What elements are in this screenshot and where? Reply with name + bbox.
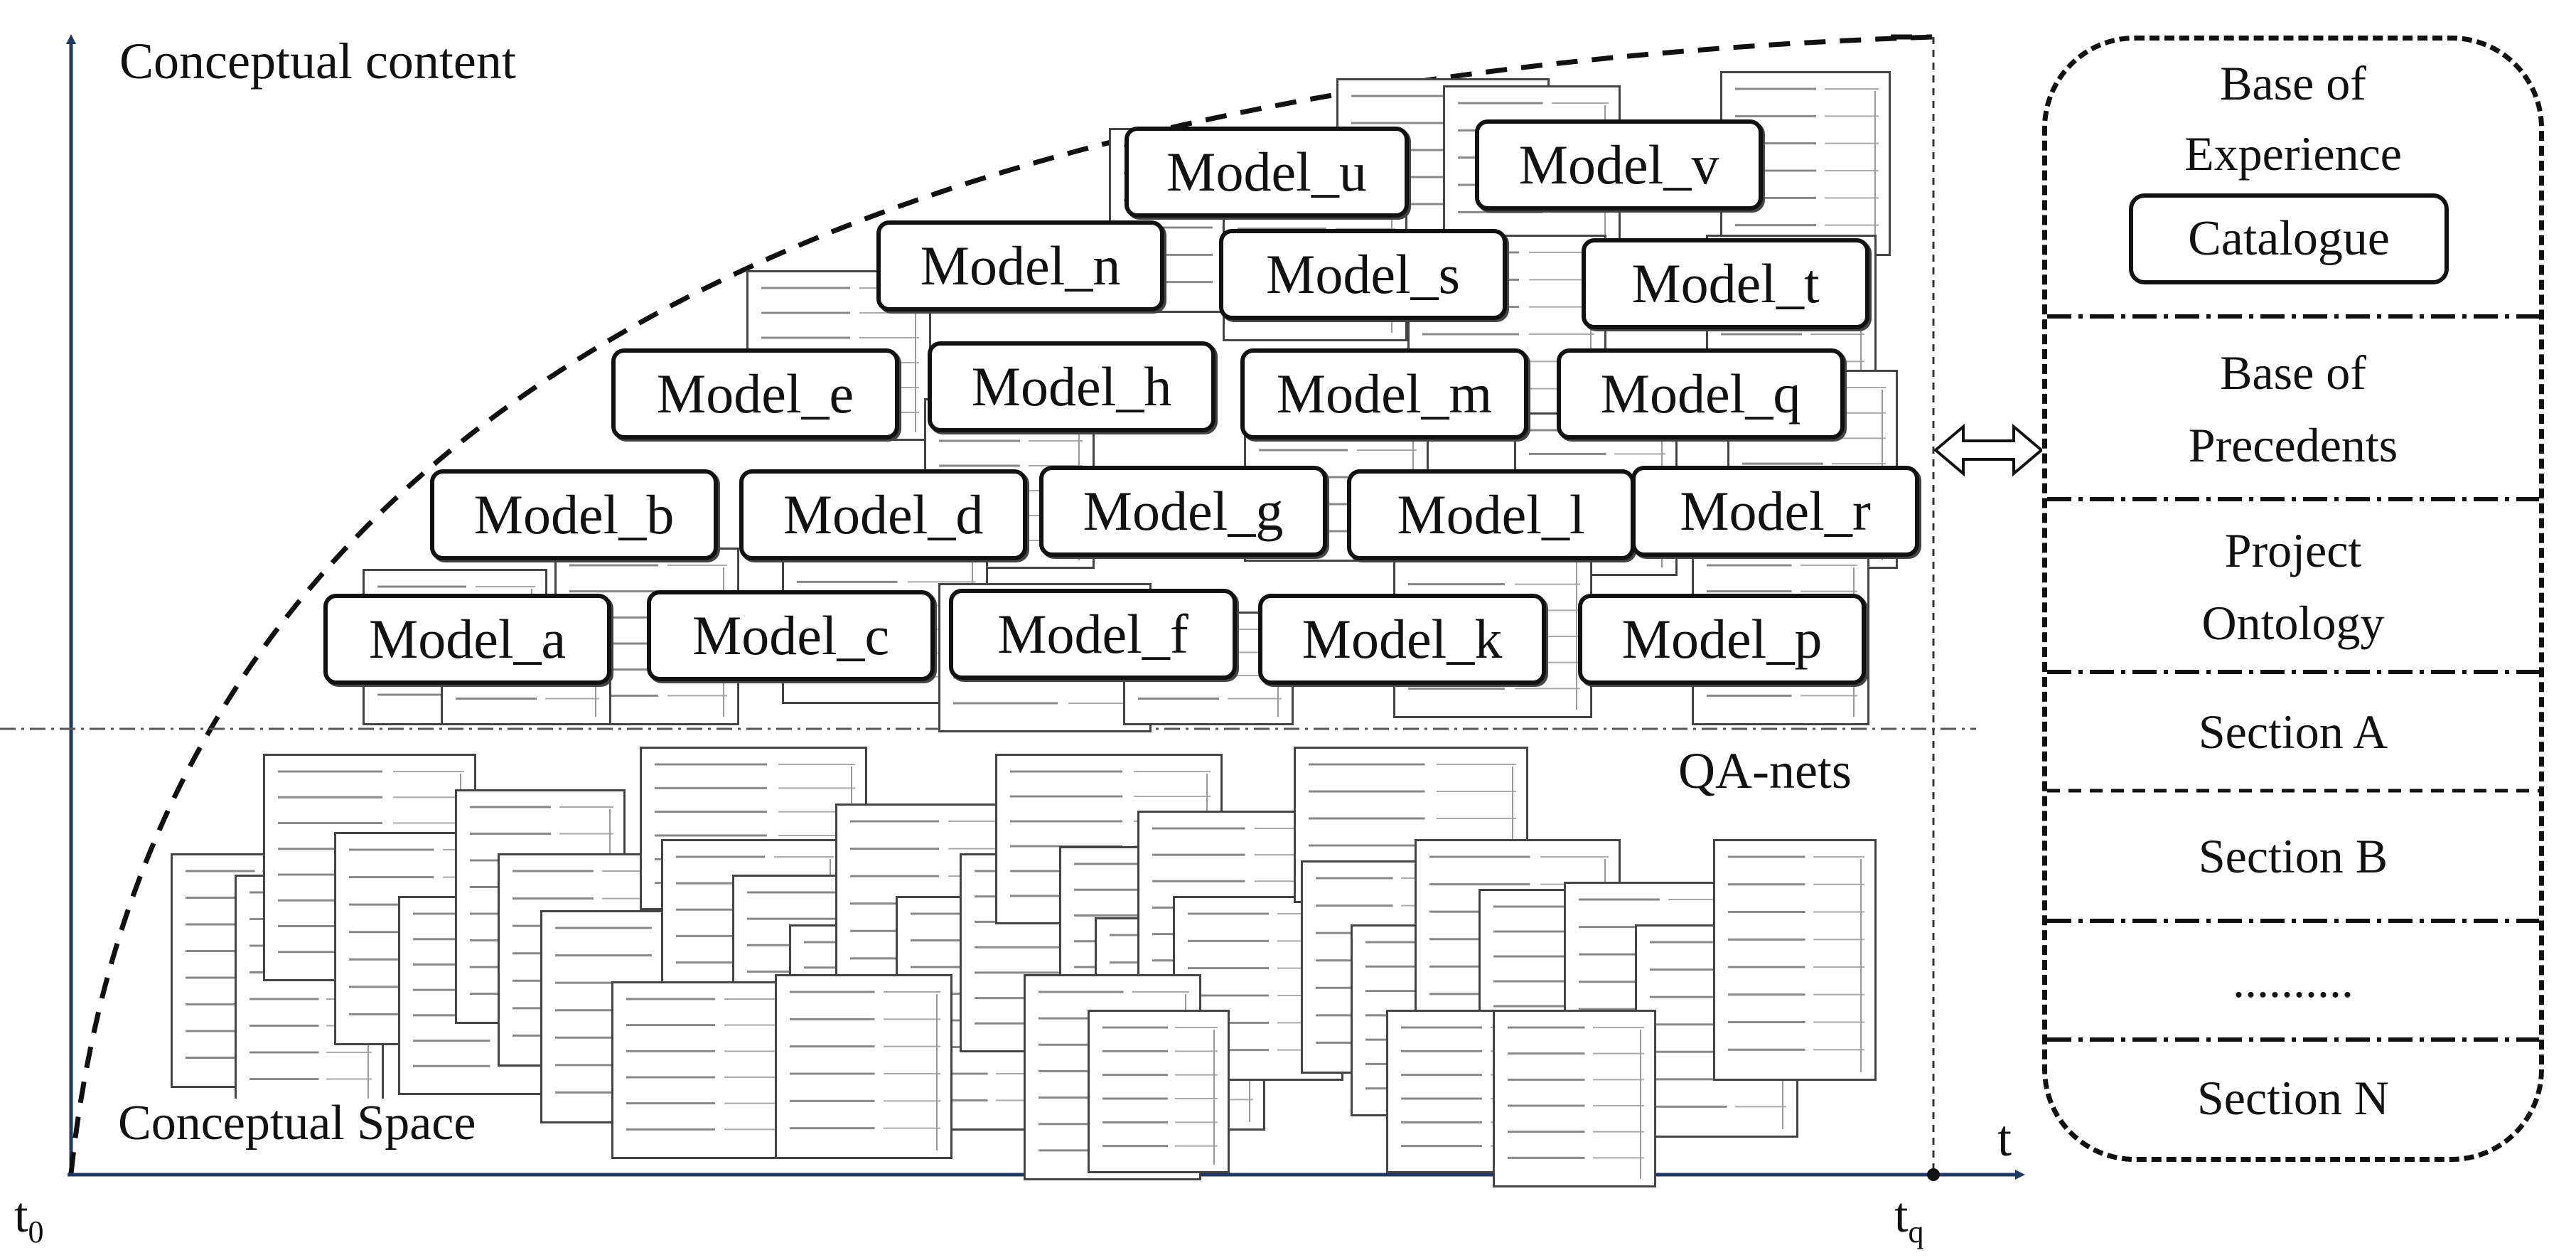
kb-row-section-b-label: Section B: [2198, 828, 2388, 883]
model-box-b[interactable]: Model_b: [430, 469, 718, 560]
qa-net-card-lines: [1508, 1026, 1644, 1179]
knowledge-base-panel: Base of Experience Catalogue Base of Pre…: [2042, 36, 2544, 1162]
qa-nets-label: QA-nets: [1674, 745, 1856, 796]
model-box-m[interactable]: Model_m: [1240, 348, 1528, 439]
kb-row-section-n-label: Section N: [2196, 1070, 2390, 1125]
model-box-c[interactable]: Model_c: [647, 590, 935, 681]
kb-row-ontology: Project Ontology: [2047, 506, 2539, 666]
model-box-p[interactable]: Model_p: [1578, 594, 1866, 685]
model-box-n[interactable]: Model_n: [876, 220, 1164, 311]
model-box-t[interactable]: Model_t: [1582, 238, 1869, 329]
growth-curve: [68, 34, 1934, 1174]
model-box-r[interactable]: Model_r: [1631, 466, 1919, 557]
model-box-d[interactable]: Model_d: [739, 469, 1027, 560]
qa-net-card-lines: [1728, 855, 1864, 1072]
qa-net-card-lines: [790, 991, 940, 1150]
kb-row-section-a-label: Section A: [2198, 705, 2388, 759]
kb-row-ontology-label: Project Ontology: [2201, 523, 2385, 650]
qa-net-card: [1088, 1010, 1230, 1173]
model-box-h[interactable]: Model_h: [928, 341, 1215, 432]
end-sub: q: [1908, 1214, 1924, 1249]
qa-net-card: [1713, 839, 1877, 1081]
kb-row-experience-label: Base of Experience: [2184, 56, 2402, 181]
origin-t: t: [14, 1188, 28, 1243]
x-axis-label: t: [1997, 1110, 2012, 1167]
panel-separators: [2047, 314, 2539, 1042]
origin-label: t0: [14, 1191, 43, 1248]
catalogue-badge[interactable]: Catalogue: [2129, 193, 2449, 284]
model-box-a[interactable]: Model_a: [323, 594, 611, 685]
qa-net-card-lines: [626, 998, 784, 1150]
tq-point: [1927, 1168, 1940, 1181]
y-axis-label: Conceptual content: [119, 33, 516, 90]
kb-row-section-n: Section N: [2047, 1045, 2539, 1151]
kb-row-ellipsis: ..........: [2047, 926, 2539, 1036]
model-box-v[interactable]: Model_v: [1475, 119, 1763, 210]
model-box-l[interactable]: Model_l: [1347, 469, 1635, 560]
kb-row-section-b: Section B: [2047, 796, 2539, 917]
kb-row-experience: Base of Experience: [2047, 48, 2539, 190]
kb-row-section-a: Section A: [2047, 677, 2539, 787]
model-box-g[interactable]: Model_g: [1039, 466, 1327, 557]
model-box-s[interactable]: Model_s: [1219, 229, 1507, 320]
origin-sub: 0: [28, 1214, 44, 1249]
qa-net-card: [611, 981, 796, 1159]
model-box-k[interactable]: Model_k: [1258, 594, 1546, 685]
kb-row-precedents: Base of Precedents: [2047, 325, 2539, 492]
bidirectional-arrow: [1933, 423, 2044, 477]
model-box-f[interactable]: Model_f: [949, 589, 1237, 680]
model-box-q[interactable]: Model_q: [1557, 348, 1845, 439]
end-label: tq: [1894, 1191, 1923, 1248]
kb-row-precedents-label: Base of Precedents: [2188, 345, 2398, 472]
end-t: t: [1894, 1188, 1909, 1243]
conceptual-space-label: Conceptual Space: [114, 1099, 481, 1148]
qa-net-card-lines: [1102, 1026, 1218, 1165]
qa-net-card: [775, 974, 952, 1159]
model-box-u[interactable]: Model_u: [1125, 127, 1409, 218]
kb-row-ellipsis-label: ..........: [2233, 954, 2354, 1008]
qa-net-card: [1493, 1010, 1656, 1187]
model-box-e[interactable]: Model_e: [611, 348, 899, 439]
